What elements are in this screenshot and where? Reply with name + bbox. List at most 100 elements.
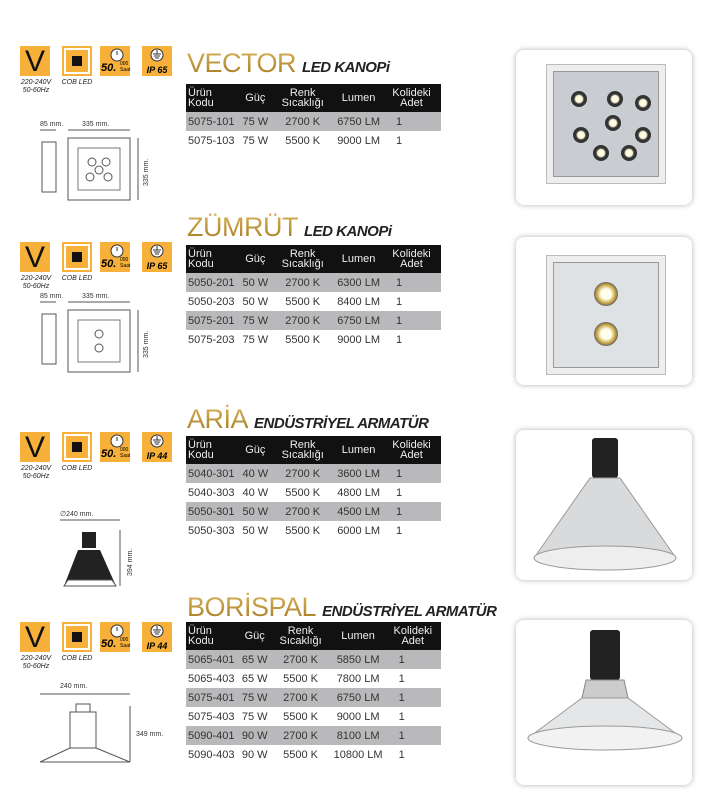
- table-cell: 1: [384, 650, 441, 669]
- table-cell: 1: [384, 688, 441, 707]
- product-subtitle: ENDÜSTRİYEL ARMATÜR: [322, 603, 497, 620]
- table-cell: 75 W: [240, 112, 271, 131]
- ground-icon: [150, 624, 164, 638]
- table-cell: 4500 LM: [335, 502, 382, 521]
- column-header: Ürün Kodu: [186, 436, 241, 464]
- table-cell: 5075-203: [188, 333, 235, 346]
- column-header: Lumen: [335, 84, 382, 112]
- table-cell: 1: [396, 524, 403, 537]
- table-cell: 5500 K: [283, 748, 319, 761]
- table-cell: 90 W: [239, 726, 270, 745]
- voltage-icon: V: [20, 622, 50, 653]
- lifetime-value: 50.: [101, 258, 117, 270]
- column-header: Renk Sıcaklığı: [270, 245, 336, 273]
- lifetime-unit: 000: [120, 637, 129, 643]
- dimension-drawing: 240 mm.349 mm.: [20, 680, 170, 775]
- table-cell: 8100 LM: [331, 726, 385, 745]
- table-cell: 5075-101: [186, 112, 241, 131]
- table-cell: 2700 K: [270, 502, 336, 521]
- table-cell: 6000 LM: [337, 524, 380, 537]
- product-photo: [516, 430, 692, 580]
- column-header: Ürün Kodu: [186, 84, 241, 112]
- section-title: ARİA ENDÜSTRİYEL ARMATÜR: [187, 404, 429, 434]
- column-header: Renk Sıcaklığı: [270, 436, 336, 464]
- dimension-label: 85 mm.: [40, 293, 63, 300]
- table-cell: 5075-403: [188, 710, 235, 723]
- table-cell: 5500 K: [283, 672, 319, 685]
- column-header: Ürün Kodu: [186, 622, 240, 650]
- table-cell: 6750 LM: [331, 688, 385, 707]
- lifetime-value: 50.: [101, 638, 117, 650]
- table-cell: 2700 K: [270, 273, 336, 292]
- voltage-icon: V: [20, 46, 50, 77]
- dimension-diagram: ∅240 mm. 394 mm.: [60, 511, 134, 587]
- dimension-diagram: 85 mm.335 mm.335 mm.: [40, 121, 150, 201]
- product-name: ARİA: [187, 404, 249, 434]
- table-cell: 50 W: [242, 295, 269, 308]
- table-cell: 2700 K: [269, 650, 332, 669]
- dimension-drawing: 85 mm.335 mm.335 mm.: [20, 120, 170, 210]
- dimension-label: ∅240 mm.: [60, 511, 93, 518]
- dimension-label: 394 mm.: [127, 549, 134, 576]
- lifetime-unit: 000: [120, 61, 129, 67]
- column-header: Lumen: [335, 245, 382, 273]
- cob-led-icon: [62, 432, 92, 462]
- product-subtitle: ENDÜSTRİYEL ARMATÜR: [254, 415, 429, 432]
- luminaire-image: [546, 255, 666, 375]
- luminaire-image: [526, 630, 684, 751]
- table-cell: 1: [382, 112, 441, 131]
- column-header: Güç: [240, 436, 271, 464]
- column-header: Renk Sıcaklığı: [270, 84, 336, 112]
- table-cell: 5500 K: [285, 134, 321, 147]
- lifetime-value: 50.: [101, 448, 117, 460]
- voltage-text: 220-240V: [20, 79, 52, 86]
- dimension-diagram: 240 mm.349 mm.: [39, 683, 163, 763]
- table-cell: 5050-301: [186, 502, 241, 521]
- table-cell: 9000 LM: [336, 710, 380, 723]
- table-cell: 2700 K: [269, 726, 332, 745]
- table-cell: 1: [382, 464, 441, 483]
- table-cell: 75 W: [241, 710, 268, 723]
- table-cell: 1: [382, 273, 441, 292]
- table-cell: 5090-401: [186, 726, 240, 745]
- table-cell: 50 W: [240, 273, 271, 292]
- table-cell: 90 W: [241, 748, 268, 761]
- table-cell: 5065-401: [186, 650, 240, 669]
- dimension-label: 335 mm.: [143, 331, 150, 358]
- lifetime-unit-label: Saat: [120, 453, 131, 459]
- table-cell: 1: [398, 748, 405, 761]
- table-cell: 5500 K: [285, 295, 321, 308]
- table-cell: 5050-201: [186, 273, 241, 292]
- table-cell: 1: [398, 710, 405, 723]
- cob-led-icon: [62, 46, 92, 76]
- table-cell: 75 W: [239, 688, 270, 707]
- ip-rating-icon: IP 65: [142, 242, 172, 272]
- lifetime-unit: 000: [120, 257, 129, 263]
- table-cell: 5075-103: [188, 134, 235, 147]
- table-cell: 2700 K: [269, 688, 332, 707]
- lifetime-unit-label: Saat: [120, 643, 131, 649]
- product-subtitle: LED KANOPi: [302, 59, 390, 76]
- table-cell: 8400 LM: [337, 295, 380, 308]
- cob-led-icon: [62, 622, 92, 652]
- table-cell: 1: [384, 726, 441, 745]
- product-photo: [516, 237, 692, 385]
- table-cell: 5040-303: [188, 486, 235, 499]
- column-header: Kolideki Adet: [382, 245, 441, 273]
